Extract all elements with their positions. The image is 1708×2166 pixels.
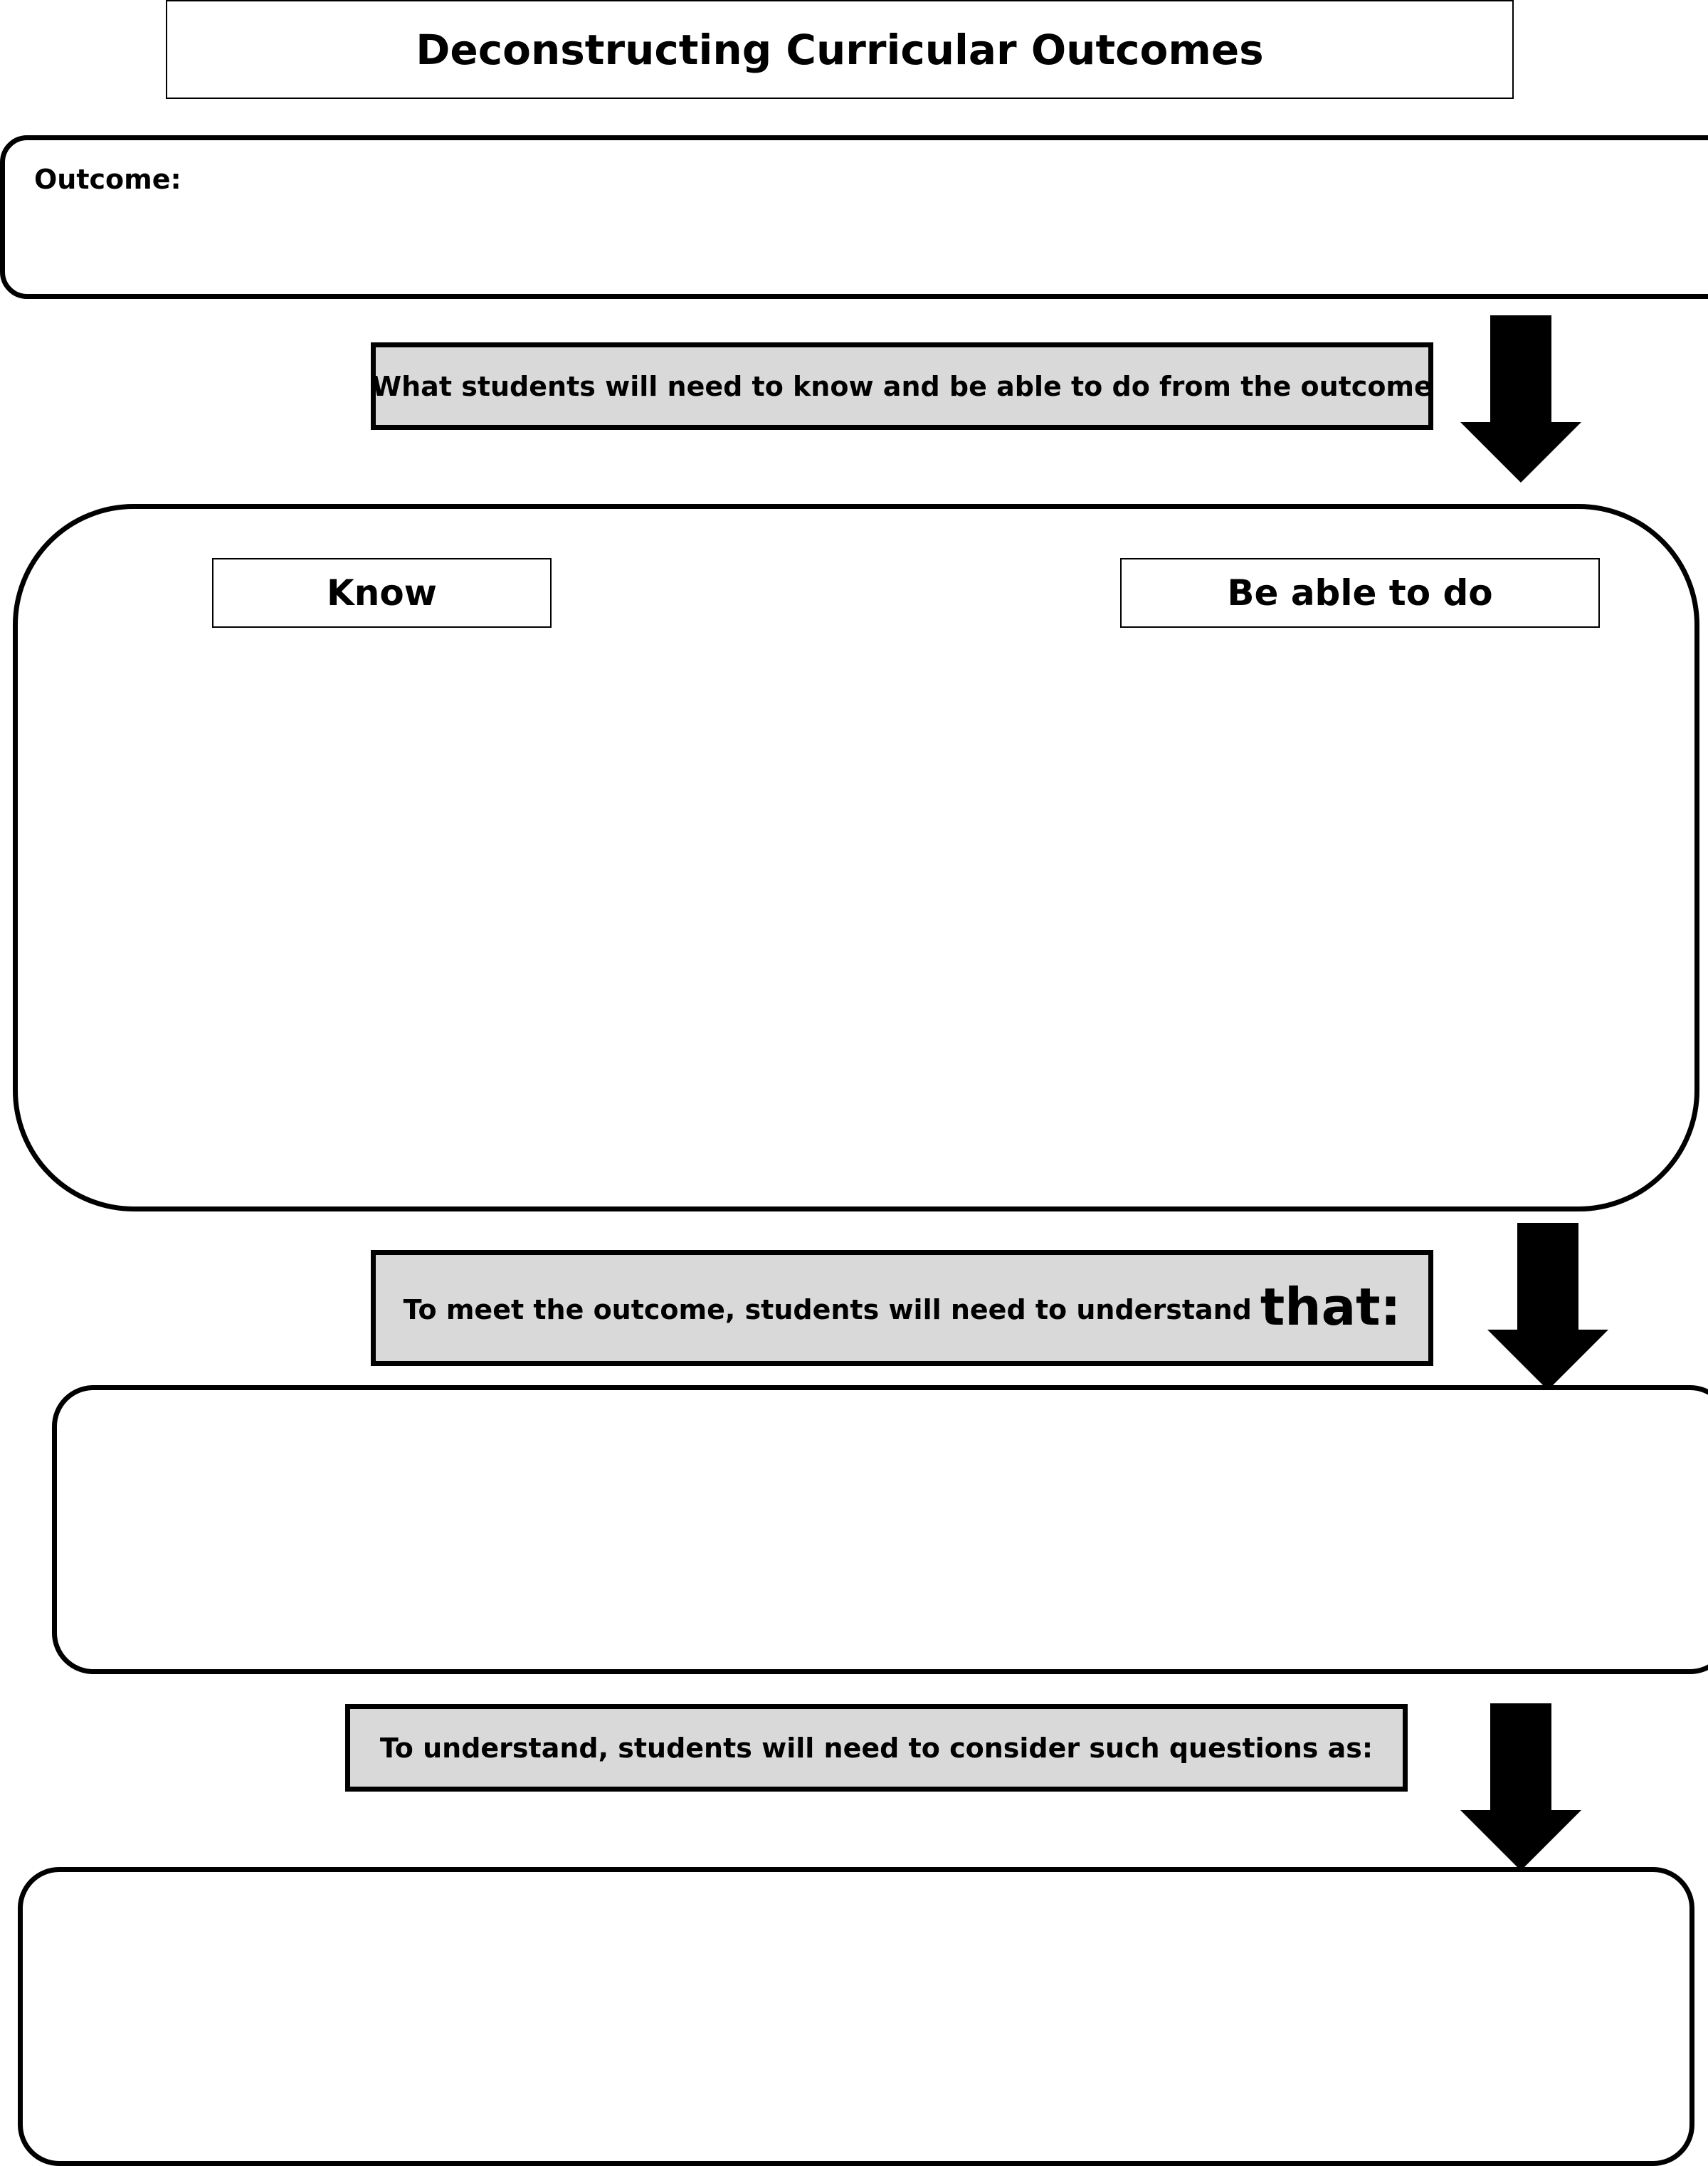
page-title: Deconstructing Curricular Outcomes: [166, 0, 1514, 99]
know-column-header: Know: [212, 558, 552, 628]
outcome-box[interactable]: [0, 135, 1708, 299]
understand-banner: To meet the outcome, students will need …: [371, 1250, 1433, 1366]
down-arrow-icon: [1487, 1223, 1608, 1390]
down-arrow-icon: [1460, 1703, 1581, 1871]
questions-box[interactable]: [18, 1867, 1694, 2166]
do-column-label: Be able to do: [1227, 572, 1493, 614]
down-arrow-icon: [1460, 315, 1581, 483]
outcome-label: Outcome:: [34, 164, 181, 195]
understand-banner-text: To meet the outcome, students will need …: [403, 1294, 1252, 1325]
page-title-text: Deconstructing Curricular Outcomes: [416, 25, 1264, 74]
know-do-banner-text: What students will need to know and be a…: [371, 370, 1433, 402]
do-column-header: Be able to do: [1120, 558, 1600, 628]
understand-banner-emphasis: that:: [1260, 1277, 1401, 1337]
understand-box[interactable]: [52, 1385, 1708, 1674]
questions-banner-text: To understand, students will need to con…: [379, 1732, 1374, 1764]
questions-banner: To understand, students will need to con…: [345, 1704, 1408, 1792]
know-column-label: Know: [327, 572, 437, 614]
know-do-banner: What students will need to know and be a…: [371, 342, 1433, 430]
